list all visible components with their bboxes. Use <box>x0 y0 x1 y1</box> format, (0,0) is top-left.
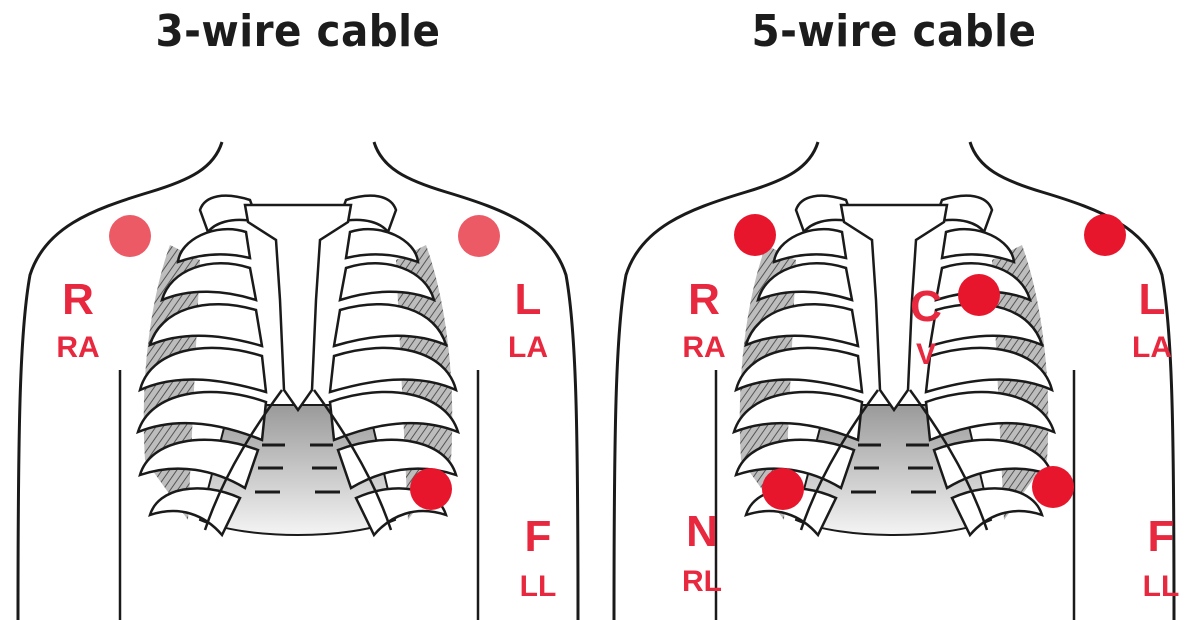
electrode-ra <box>734 214 776 256</box>
label-ra: RA <box>38 333 118 363</box>
electrode-la <box>1084 214 1126 256</box>
label-ll: LL <box>498 572 578 602</box>
electrode-la <box>458 215 500 257</box>
label-rl: RL <box>662 567 742 597</box>
label-ra: RA <box>664 333 744 363</box>
panel-3-wire: 3-wire cable <box>0 0 596 620</box>
label-n: N <box>662 510 742 554</box>
label-r: R <box>38 278 118 322</box>
label-la: LA <box>1112 333 1192 363</box>
label-l: L <box>488 278 568 322</box>
electrode-ll <box>410 468 452 510</box>
label-f: F <box>498 515 578 559</box>
electrode-rl <box>762 468 804 510</box>
label-f: F <box>1121 515 1192 559</box>
electrode-ll <box>1032 466 1074 508</box>
label-ll: LL <box>1121 572 1192 602</box>
electrode-ra <box>109 215 151 257</box>
label-la: LA <box>488 333 568 363</box>
label-v: V <box>886 340 966 370</box>
label-c: C <box>886 285 966 329</box>
label-l: L <box>1112 278 1192 322</box>
label-r: R <box>664 278 744 322</box>
panel-5-wire: 5-wire cable <box>596 0 1192 620</box>
